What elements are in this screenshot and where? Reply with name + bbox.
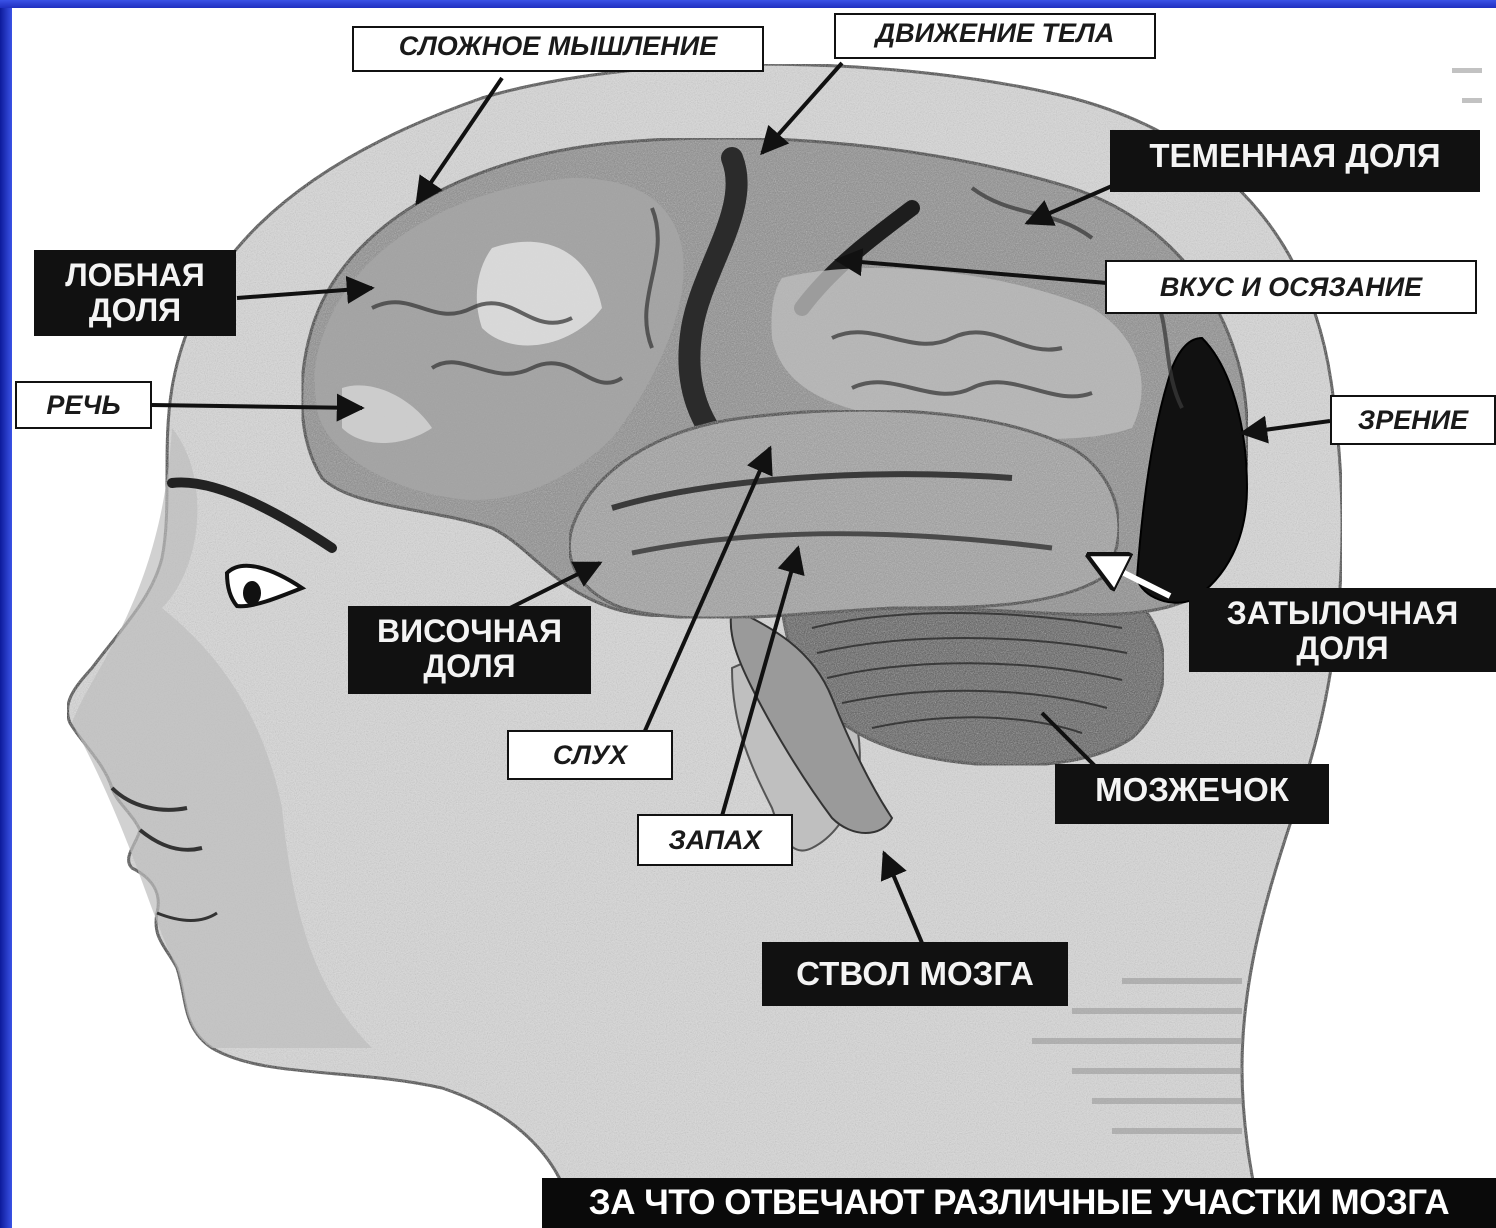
label-taste-touch: ВКУС И ОСЯЗАНИЕ <box>1105 260 1477 314</box>
caption-banner: ЗА ЧТО ОТВЕЧАЮТ РАЗЛИЧНЫЕ УЧАСТКИ МОЗГА <box>542 1178 1496 1228</box>
label-speech: РЕЧЬ <box>15 381 152 429</box>
label-occipital-lobe: ЗАТЫЛОЧНАЯ ДОЛЯ <box>1189 588 1496 672</box>
label-frontal-lobe: ЛОБНАЯ ДОЛЯ <box>34 250 236 336</box>
label-hearing: СЛУХ <box>507 730 673 780</box>
label-vision: ЗРЕНИЕ <box>1330 395 1496 445</box>
slide-frame-top <box>0 0 1496 8</box>
label-parietal-lobe: ТЕМЕННАЯ ДОЛЯ <box>1110 130 1480 192</box>
label-temporal-lobe: ВИСОЧНАЯ ДОЛЯ <box>348 606 591 694</box>
label-cerebellum: МОЗЖЕЧОК <box>1055 764 1329 824</box>
label-body-movement: ДВИЖЕНИЕ ТЕЛА <box>834 13 1156 59</box>
label-smell: ЗАПАХ <box>637 814 793 866</box>
label-brain-stem: СТВОЛ МОЗГА <box>762 942 1068 1006</box>
illustration-canvas: СЛОЖНОЕ МЫШЛЕНИЕ ДВИЖЕНИЕ ТЕЛА ТЕМЕННАЯ … <box>12 8 1496 1228</box>
slide-frame-left <box>0 0 12 1228</box>
label-complex-thinking: СЛОЖНОЕ МЫШЛЕНИЕ <box>352 26 764 72</box>
